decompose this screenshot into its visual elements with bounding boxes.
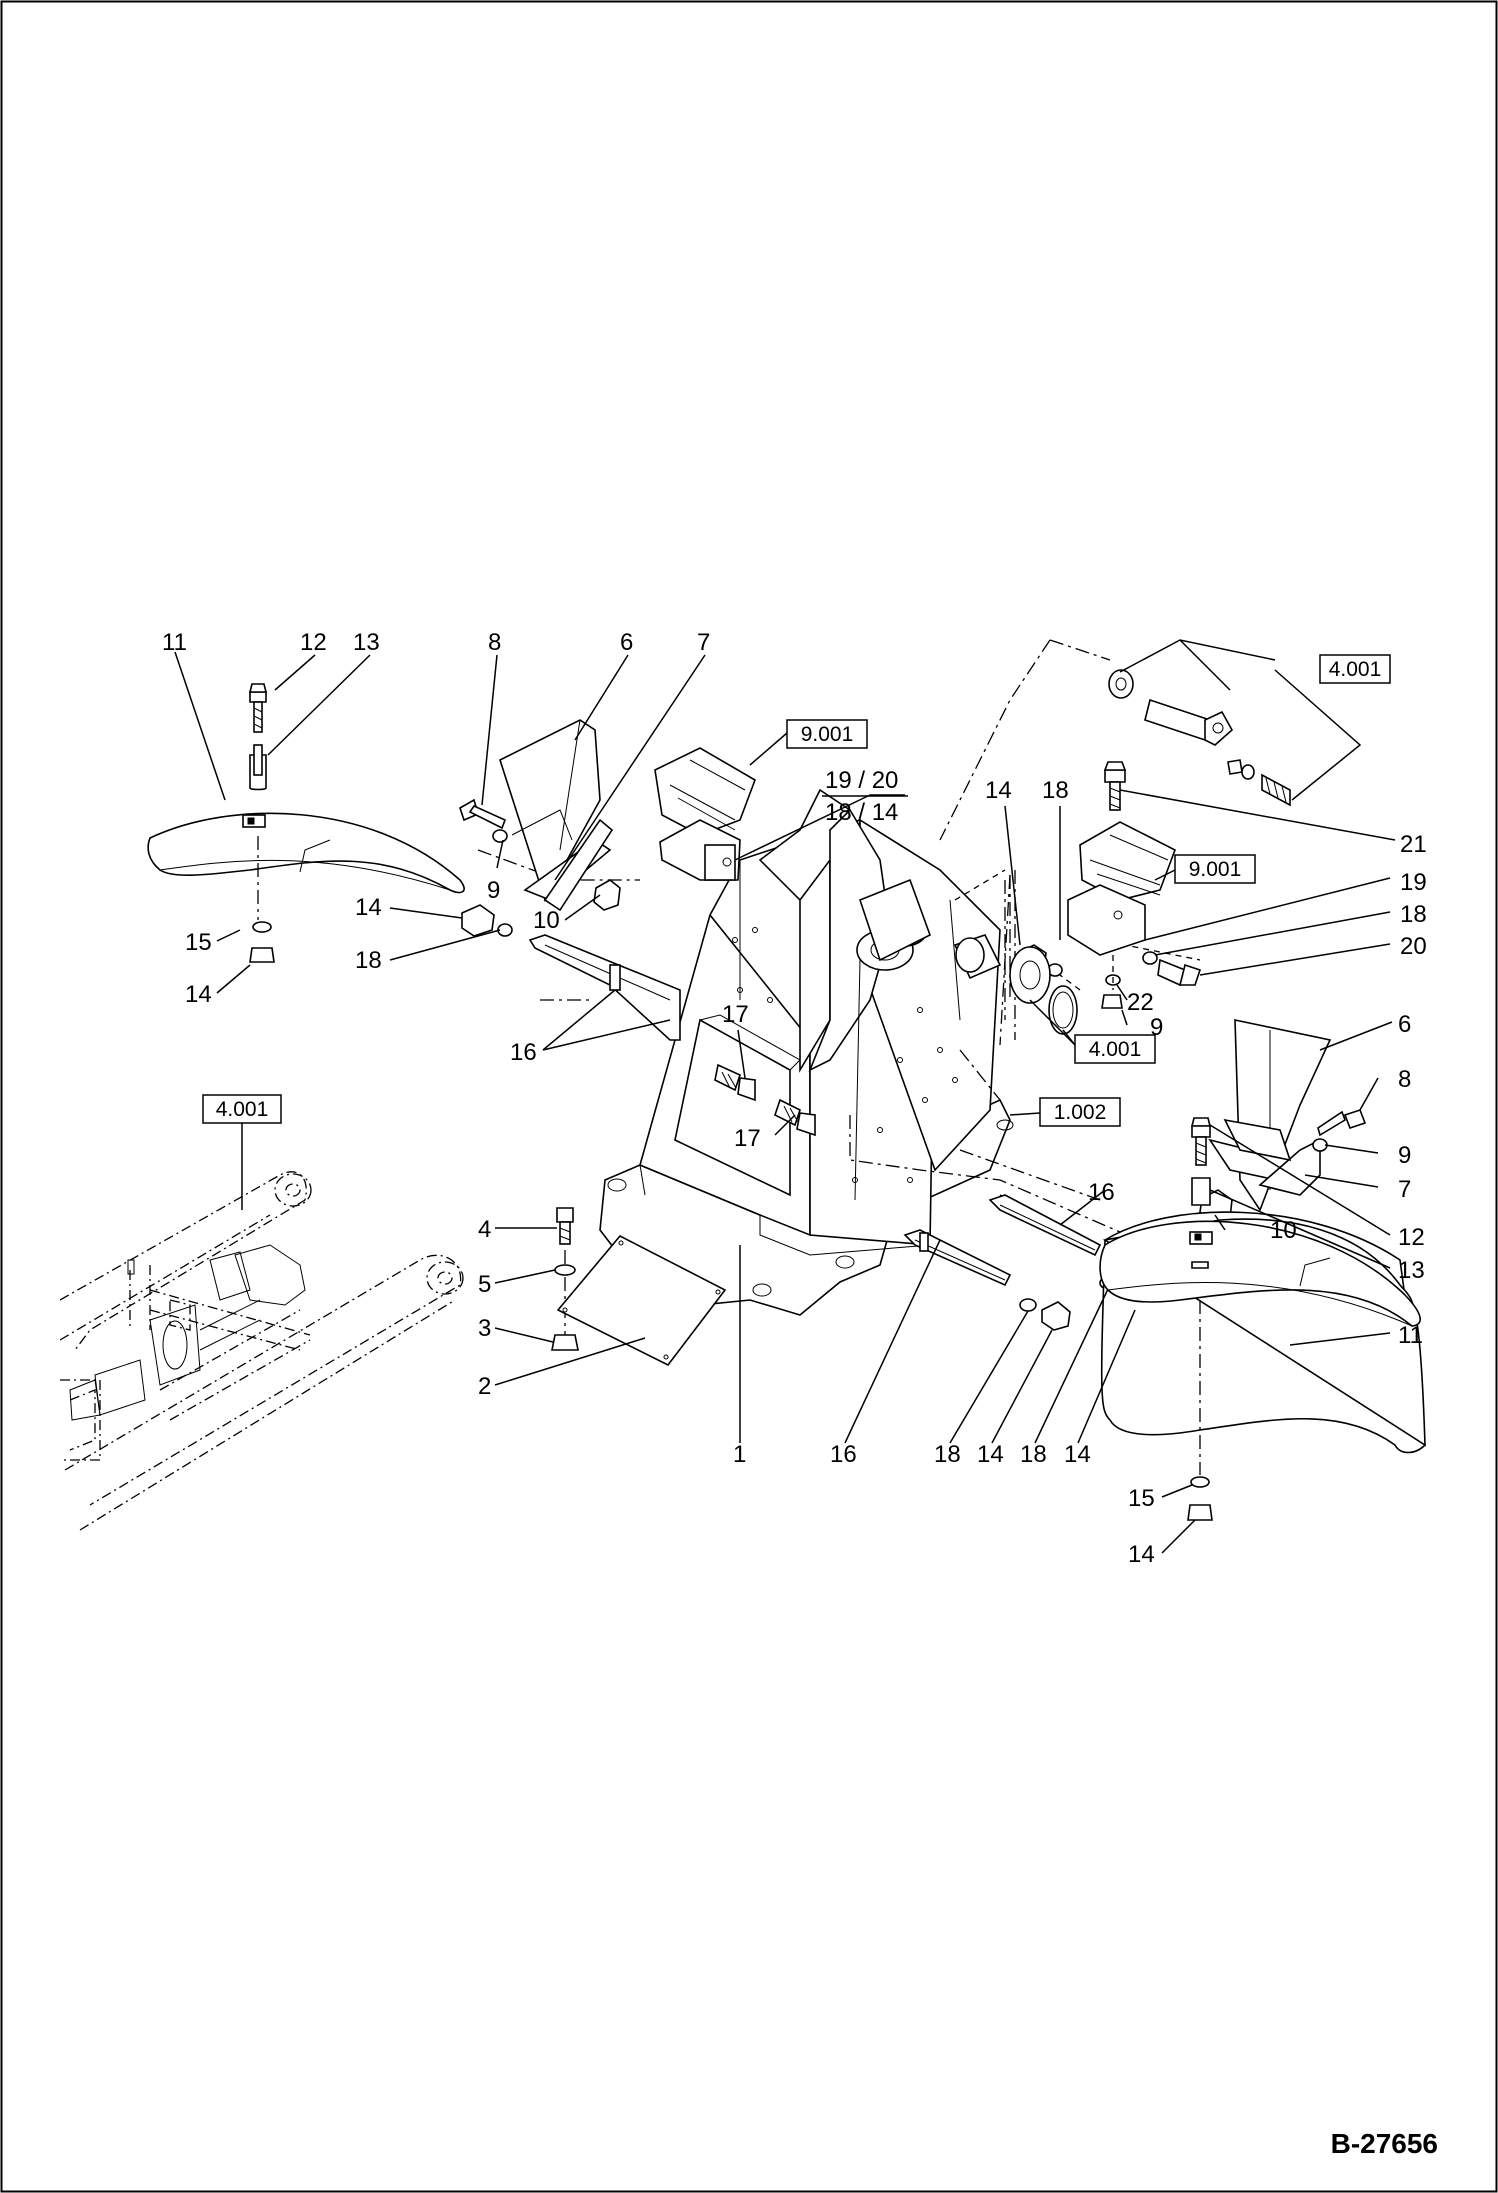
callout-14: 14 [355, 894, 382, 921]
callout-12: 12 [1398, 1224, 1425, 1251]
callout-7: 7 [697, 629, 710, 656]
callout-5: 5 [478, 1271, 491, 1298]
axle-ghost-drawing [59, 1171, 464, 1531]
callout-4: 4 [478, 1216, 491, 1243]
callout-15: 15 [1128, 1485, 1155, 1512]
callout-18: 18 [1020, 1441, 1047, 1468]
callout-20: 20 [1400, 933, 1427, 960]
left-bracket-drawing [459, 719, 621, 912]
callout-9: 9 [1398, 1142, 1411, 1169]
callout-19: 19 [1400, 869, 1427, 896]
callout-3: 3 [478, 1315, 491, 1342]
callout-6: 6 [620, 629, 633, 656]
left-rubber-block-drawing [654, 747, 756, 881]
ref-box-4001-top: 4.001 [1319, 654, 1391, 684]
svg-text:9.001: 9.001 [801, 723, 854, 746]
ref-box-9001-right: 9.001 [1174, 854, 1256, 884]
callout-9: 9 [487, 877, 500, 904]
right-pin-drawing [1108, 669, 1291, 807]
callout-15: 15 [185, 929, 212, 956]
callout-10: 10 [1270, 1217, 1297, 1244]
callout-10: 10 [533, 907, 560, 934]
callout-8: 8 [488, 629, 501, 656]
svg-text:4.001: 4.001 [1329, 658, 1382, 681]
right-rubber-block-drawing [1019, 761, 1202, 1009]
callout-16: 16 [830, 1441, 857, 1468]
callout-11: 11 [1398, 1322, 1423, 1349]
ref-box-4001-axle: 4.001 [202, 1094, 282, 1124]
callout-19-20: 19 / 20 [825, 767, 898, 794]
left-fender-drawing [147, 683, 465, 963]
callout-labels: 11 12 13 8 6 7 19 / 20 18 / 14 14 18 21 … [162, 629, 1427, 1568]
callout-16: 16 [510, 1039, 537, 1066]
callout-12: 12 [300, 629, 327, 656]
callout-21: 21 [1400, 831, 1427, 858]
callout-13: 13 [1398, 1257, 1425, 1284]
callout-1: 1 [733, 1441, 746, 1468]
callout-8: 8 [1398, 1066, 1411, 1093]
callout-22: 22 [1127, 989, 1154, 1016]
svg-text:1.002: 1.002 [1054, 1101, 1107, 1124]
bottom-plate-drawing [551, 1207, 727, 1367]
callout-18: 18 [1042, 777, 1069, 804]
callout-13: 13 [353, 629, 380, 656]
callout-14: 14 [1064, 1441, 1091, 1468]
callout-17: 17 [722, 1001, 749, 1028]
callout-16: 16 [1088, 1179, 1115, 1206]
callout-14: 14 [985, 777, 1012, 804]
left-strut-drawing [461, 904, 681, 1041]
right-bushing-drawing [953, 934, 1078, 1035]
callout-14: 14 [977, 1441, 1004, 1468]
callout-18: 18 [934, 1441, 961, 1468]
callout-18-14: 18 / 14 [825, 799, 898, 826]
callout-18: 18 [355, 947, 382, 974]
callout-6: 6 [1398, 1011, 1411, 1038]
ref-box-1002: 1.002 [1039, 1097, 1121, 1127]
callout-14: 14 [185, 981, 212, 1008]
callout-18: 18 [1400, 901, 1427, 928]
callout-7: 7 [1398, 1176, 1411, 1203]
ref-box-4001-bushing: 4.001 [1074, 1034, 1156, 1064]
svg-text:4.001: 4.001 [1089, 1038, 1142, 1061]
bolts-17-drawing [714, 1063, 816, 1137]
callout-11: 11 [162, 629, 187, 656]
callout-2: 2 [478, 1373, 491, 1400]
drawing-number: B-27656 [1331, 2128, 1438, 2159]
svg-text:4.001: 4.001 [216, 1098, 269, 1121]
callout-14: 14 [1128, 1541, 1155, 1568]
svg-text:9.001: 9.001 [1189, 858, 1242, 881]
callout-17: 17 [734, 1125, 761, 1152]
callout-9: 9 [1150, 1014, 1163, 1041]
right-fender-drawing [1099, 1117, 1426, 1521]
ref-box-9001-left: 9.001 [786, 719, 868, 749]
leader-lines [174, 639, 1396, 1554]
reference-boxes: 4.001 9.001 9.001 4.001 1.002 4.001 [202, 654, 1391, 1127]
